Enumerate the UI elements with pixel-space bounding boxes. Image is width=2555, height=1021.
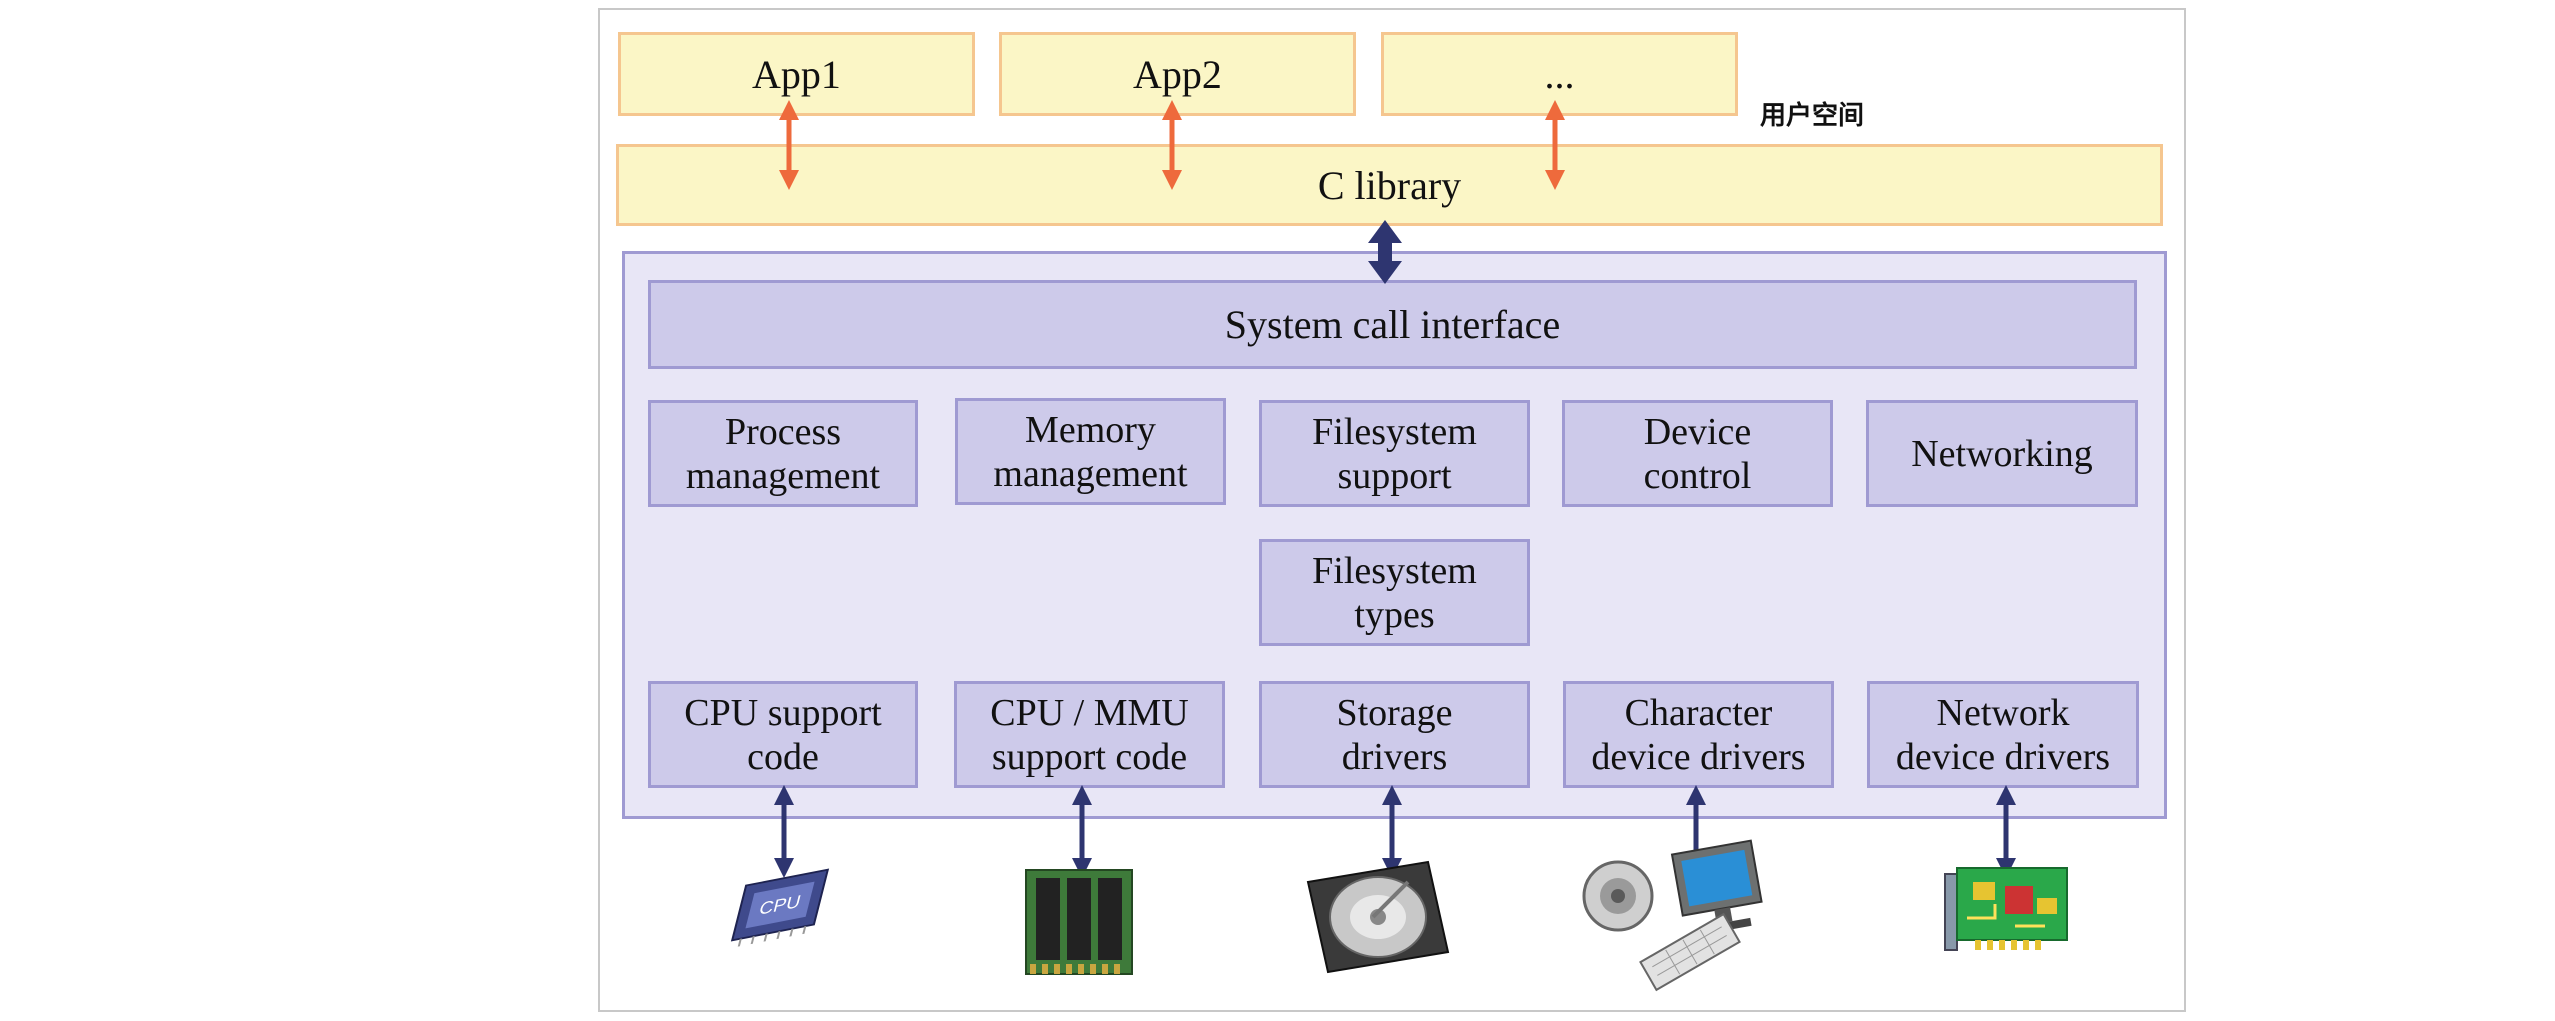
cpu-mmu-line2: support code xyxy=(991,735,1188,778)
user-space-label: 用户空间 xyxy=(1760,101,1865,131)
app1-label: App1 xyxy=(752,51,841,97)
cpu-support-line2: code xyxy=(747,735,819,778)
network-drivers-line2: device drivers xyxy=(1895,735,2111,778)
speaker-monitor-keyboard-icon xyxy=(1582,839,1763,992)
networking-box: Networking xyxy=(1866,400,2138,507)
filesystem-support-line2: support xyxy=(1337,454,1452,497)
filesystem-types-line2: types xyxy=(1354,593,1435,636)
filesystem-support-line1: Filesystem xyxy=(1312,410,1477,453)
character-drivers-line1: Character xyxy=(1624,691,1773,734)
app-more-label: ... xyxy=(1544,51,1575,97)
character-drivers-line2: device drivers xyxy=(1591,735,1806,778)
syscall-interface-label: System call interface xyxy=(1224,301,1561,347)
c-library-label: C library xyxy=(1317,162,1462,208)
device-control-line1: Device xyxy=(1643,410,1752,453)
c-library-box: C library xyxy=(616,144,2163,226)
networking-label: Networking xyxy=(1911,432,2093,475)
app2-label: App2 xyxy=(1133,51,1222,97)
cpu-mmu-line1: CPU / MMU xyxy=(990,691,1189,734)
clib-syscall-arrow xyxy=(1368,220,1402,284)
memory-management-line2: management xyxy=(993,452,1188,495)
network-card-icon xyxy=(1944,867,2068,951)
filesystem-types-line1: Filesystem xyxy=(1312,549,1477,592)
process-management-line2: management xyxy=(685,454,881,497)
storage-drivers-line2: drivers xyxy=(1341,735,1448,778)
cpu-support-line1: CPU support xyxy=(684,691,882,734)
hard-disk-icon xyxy=(1306,860,1450,974)
process-management-line1: Process xyxy=(724,410,842,453)
network-drivers-line1: Network xyxy=(1936,691,2070,734)
memory-management-line1: Memory xyxy=(1025,408,1156,451)
syscall-interface-box: System call interface xyxy=(648,280,2137,369)
cpu-chip-icon: CPU xyxy=(730,868,830,947)
memory-module-icon xyxy=(1025,869,1133,975)
device-control-line2: control xyxy=(1643,454,1752,497)
storage-drivers-line1: Storage xyxy=(1336,691,1453,734)
